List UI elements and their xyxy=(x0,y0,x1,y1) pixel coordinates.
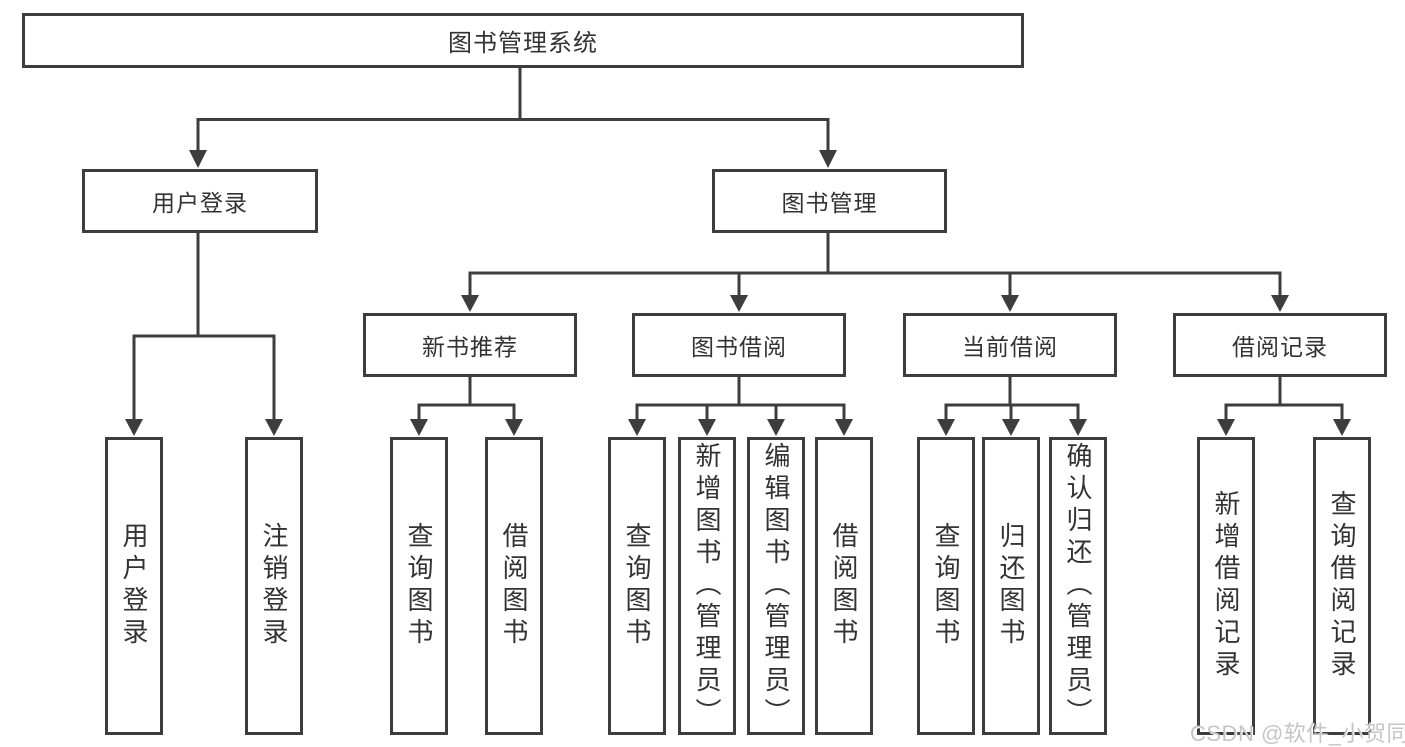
leaf-edit-books-admin-label: 编辑图书（管理员） xyxy=(761,442,791,730)
node-new-book-recommend-label: 新书推荐 xyxy=(422,334,518,360)
leaf-add-borrow-record: 新增借阅记录 xyxy=(1197,437,1255,735)
leaf-user-login-label: 用户登录 xyxy=(119,522,149,650)
leaf-borrow-books-recommend: 借阅图书 xyxy=(485,437,543,735)
leaf-query-books-borrowing-label: 查询图书 xyxy=(622,522,652,650)
leaf-borrow-books-borrowing: 借阅图书 xyxy=(815,437,873,735)
leaf-user-login: 用户登录 xyxy=(105,437,163,735)
node-user-login: 用户登录 xyxy=(82,169,318,233)
node-borrowing-records: 借阅记录 xyxy=(1173,313,1387,377)
node-book-borrowing-label: 图书借阅 xyxy=(691,334,787,360)
leaf-add-books-admin: 新增图书（管理员） xyxy=(678,437,736,735)
leaf-return-books: 归还图书 xyxy=(982,437,1040,735)
leaf-query-books-borrowing: 查询图书 xyxy=(608,437,666,735)
node-current-borrowing: 当前借阅 xyxy=(903,313,1117,377)
node-borrowing-records-label: 借阅记录 xyxy=(1232,334,1328,360)
node-book-borrowing: 图书借阅 xyxy=(632,313,846,377)
node-current-borrowing-label: 当前借阅 xyxy=(962,334,1058,360)
leaf-borrow-books-borrowing-label: 借阅图书 xyxy=(829,522,859,650)
node-library-system-label: 图书管理系统 xyxy=(448,30,598,57)
node-library-system: 图书管理系统 xyxy=(22,13,1024,68)
leaf-return-books-label: 归还图书 xyxy=(996,522,1026,650)
leaf-query-books-current: 查询图书 xyxy=(917,437,975,735)
leaf-logout-login-label: 注销登录 xyxy=(259,522,289,650)
leaf-query-borrow-record: 查询借阅记录 xyxy=(1313,437,1371,735)
leaf-logout-login: 注销登录 xyxy=(245,437,303,735)
node-book-management-label: 图书管理 xyxy=(781,190,878,216)
leaf-edit-books-admin: 编辑图书（管理员） xyxy=(747,437,805,735)
node-new-book-recommend: 新书推荐 xyxy=(363,313,577,377)
leaf-borrow-books-recommend-label: 借阅图书 xyxy=(499,522,529,650)
leaf-add-books-admin-label: 新增图书（管理员） xyxy=(692,442,722,730)
leaf-add-borrow-record-label: 新增借阅记录 xyxy=(1211,490,1241,682)
leaf-query-books-recommend-label: 查询图书 xyxy=(404,522,434,650)
leaf-confirm-return-admin-label: 确认归还（管理员） xyxy=(1063,442,1093,730)
leaf-query-books-recommend: 查询图书 xyxy=(390,437,448,735)
leaf-query-books-current-label: 查询图书 xyxy=(931,522,961,650)
leaf-query-borrow-record-label: 查询借阅记录 xyxy=(1327,490,1357,682)
node-book-management: 图书管理 xyxy=(712,169,947,233)
watermark: CSDN @软件_小贺同学 xyxy=(1190,721,1405,746)
leaf-confirm-return-admin: 确认归还（管理员） xyxy=(1049,437,1107,735)
node-user-login-label: 用户登录 xyxy=(152,190,248,216)
